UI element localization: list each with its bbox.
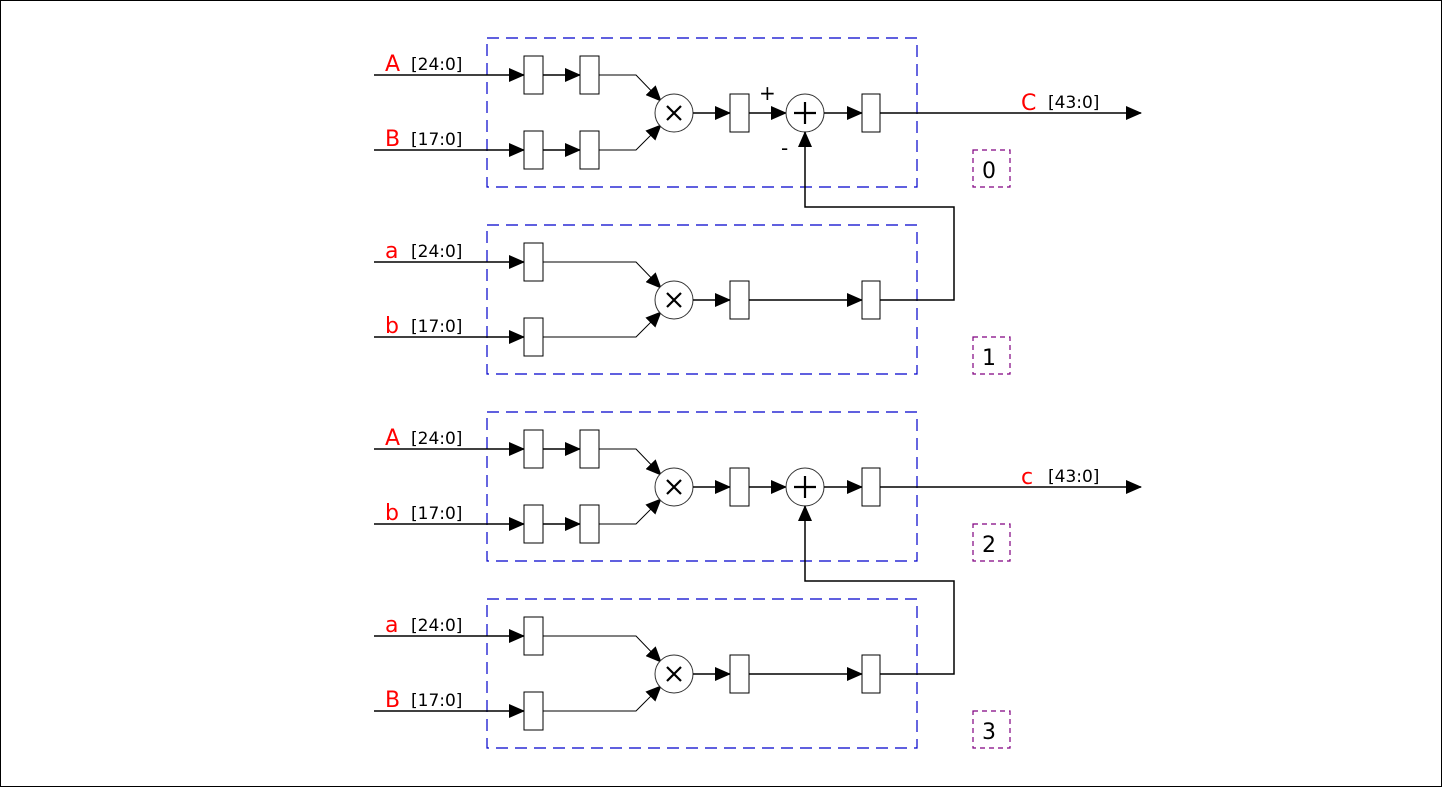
wire-to-multiplier bbox=[543, 635, 662, 663]
add-glyph bbox=[794, 476, 816, 498]
block-index-label: 2 bbox=[982, 533, 996, 558]
block-index-label: 0 bbox=[982, 159, 996, 184]
multiply-glyph bbox=[666, 105, 682, 121]
input-signal-name: B bbox=[385, 127, 400, 152]
register bbox=[861, 93, 881, 133]
adder-sign-plus: + bbox=[759, 81, 776, 105]
register bbox=[861, 467, 881, 507]
block-index-label: 1 bbox=[982, 346, 996, 371]
wire-to-multiplier bbox=[543, 311, 662, 338]
register bbox=[579, 130, 600, 170]
output-bit-range: [43:0] bbox=[1048, 93, 1099, 113]
cascade-wire bbox=[798, 505, 955, 675]
dsp-block-0: 0 A [24:0] B [17:0] + - C [43:0] bbox=[374, 37, 1142, 188]
register bbox=[523, 691, 544, 731]
dsp-block-1: 1 a [24:0] b [17:0] bbox=[374, 131, 1011, 375]
register bbox=[523, 504, 544, 544]
add-glyph bbox=[794, 102, 816, 124]
input-signal-name: b bbox=[385, 314, 399, 339]
input-signal-name: A bbox=[385, 52, 400, 77]
register bbox=[729, 467, 750, 507]
input-signal-name: a bbox=[385, 239, 398, 264]
register bbox=[523, 55, 544, 95]
block-index-box bbox=[972, 336, 1011, 375]
register bbox=[579, 429, 600, 469]
register bbox=[523, 429, 544, 469]
wire-to-multiplier bbox=[599, 124, 662, 151]
block-index-box bbox=[972, 523, 1011, 562]
diagram-root: 0A[24:0]B[17:0]+-C[43:0]1a[24:0]b[17:0]2… bbox=[374, 37, 1142, 749]
block-index-box bbox=[972, 149, 1011, 188]
output-signal-name: c bbox=[1021, 465, 1033, 490]
input-bit-range: [24:0] bbox=[411, 242, 462, 262]
input-bit-range: [24:0] bbox=[411, 616, 462, 636]
input-bit-range: [17:0] bbox=[411, 691, 462, 711]
wire-to-multiplier bbox=[599, 498, 662, 525]
wire-to-multiplier bbox=[543, 261, 662, 289]
output-signal-name: C bbox=[1021, 91, 1036, 116]
input-bit-range: [24:0] bbox=[411, 55, 462, 75]
input-bit-range: [17:0] bbox=[411, 504, 462, 524]
block-index-label: 3 bbox=[982, 720, 996, 745]
input-bit-range: [24:0] bbox=[411, 429, 462, 449]
register bbox=[523, 130, 544, 170]
register bbox=[523, 616, 544, 656]
input-bit-range: [17:0] bbox=[411, 130, 462, 150]
register bbox=[523, 317, 544, 357]
wire-to-multiplier bbox=[543, 685, 662, 712]
register bbox=[579, 504, 600, 544]
register bbox=[523, 242, 544, 282]
register bbox=[729, 654, 750, 694]
register bbox=[729, 93, 750, 133]
register bbox=[861, 654, 881, 694]
output-bit-range: [43:0] bbox=[1048, 467, 1099, 487]
wire-to-multiplier bbox=[599, 448, 662, 476]
register bbox=[579, 55, 600, 95]
block-index-box bbox=[972, 710, 1011, 749]
input-signal-name: b bbox=[385, 501, 399, 526]
register bbox=[861, 280, 881, 320]
input-signal-name: A bbox=[385, 426, 400, 451]
input-signal-name: a bbox=[385, 613, 398, 638]
adder-sign-minus: - bbox=[781, 136, 788, 160]
dsp-block-3: 3 a [24:0] B [17:0] bbox=[374, 505, 1011, 749]
input-bit-range: [17:0] bbox=[411, 317, 462, 337]
multiply-glyph bbox=[666, 479, 682, 495]
cascade-wire bbox=[798, 131, 955, 301]
multiply-glyph bbox=[666, 292, 682, 308]
input-signal-name: B bbox=[385, 688, 400, 713]
multiply-glyph bbox=[666, 666, 682, 682]
dsp-block-2: 2 A [24:0] b [17:0] c [43:0] bbox=[374, 411, 1142, 562]
register bbox=[729, 280, 750, 320]
wire-to-multiplier bbox=[599, 74, 662, 102]
